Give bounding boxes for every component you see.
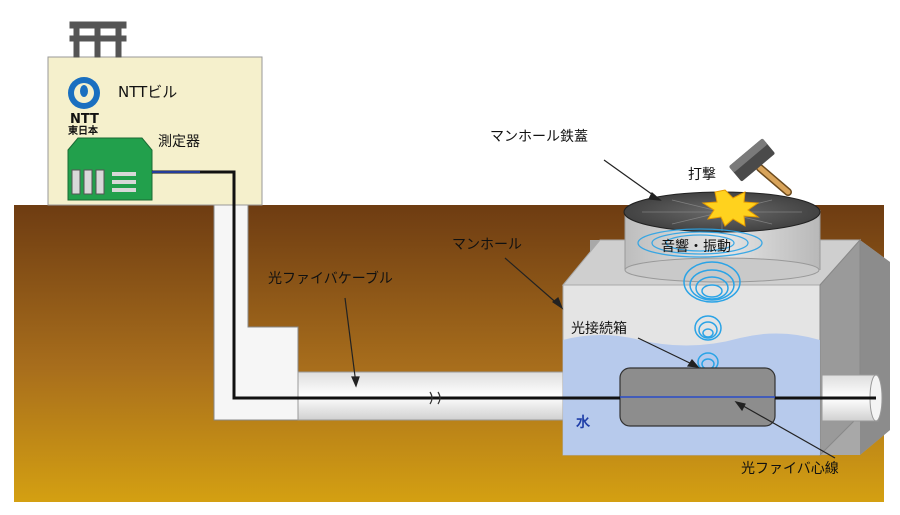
building-name: NTTビル: [118, 83, 178, 101]
fiber-core-label: 光ファイバ心線: [741, 461, 839, 477]
sound-vibration-label: 音響・振動: [661, 239, 731, 255]
water-label: 水: [576, 415, 590, 431]
antenna-tower-icon: [69, 21, 127, 58]
impact-spark-icon: [701, 189, 760, 227]
strike-label: 打撃: [688, 167, 716, 183]
manhole-label: マンホール: [452, 237, 522, 253]
leader-lines: [344, 159, 836, 459]
ntt-logo: [68, 77, 100, 109]
manhole-cover-label: マンホール鉄蓋: [490, 129, 588, 145]
fiber-cable-label: 光ファイバケーブル: [268, 271, 393, 287]
measurement-instrument: [67, 137, 153, 201]
hammer-icon: [729, 139, 792, 196]
splice-box-label: 光接続箱: [571, 321, 627, 337]
ntt-logo-subtext: 東日本: [68, 126, 98, 137]
instrument-label: 測定器: [158, 134, 200, 150]
cable-break-mark: [429, 391, 441, 405]
lid-ripples: [637, 228, 763, 258]
ntt-logo-text: NTT: [70, 112, 99, 127]
